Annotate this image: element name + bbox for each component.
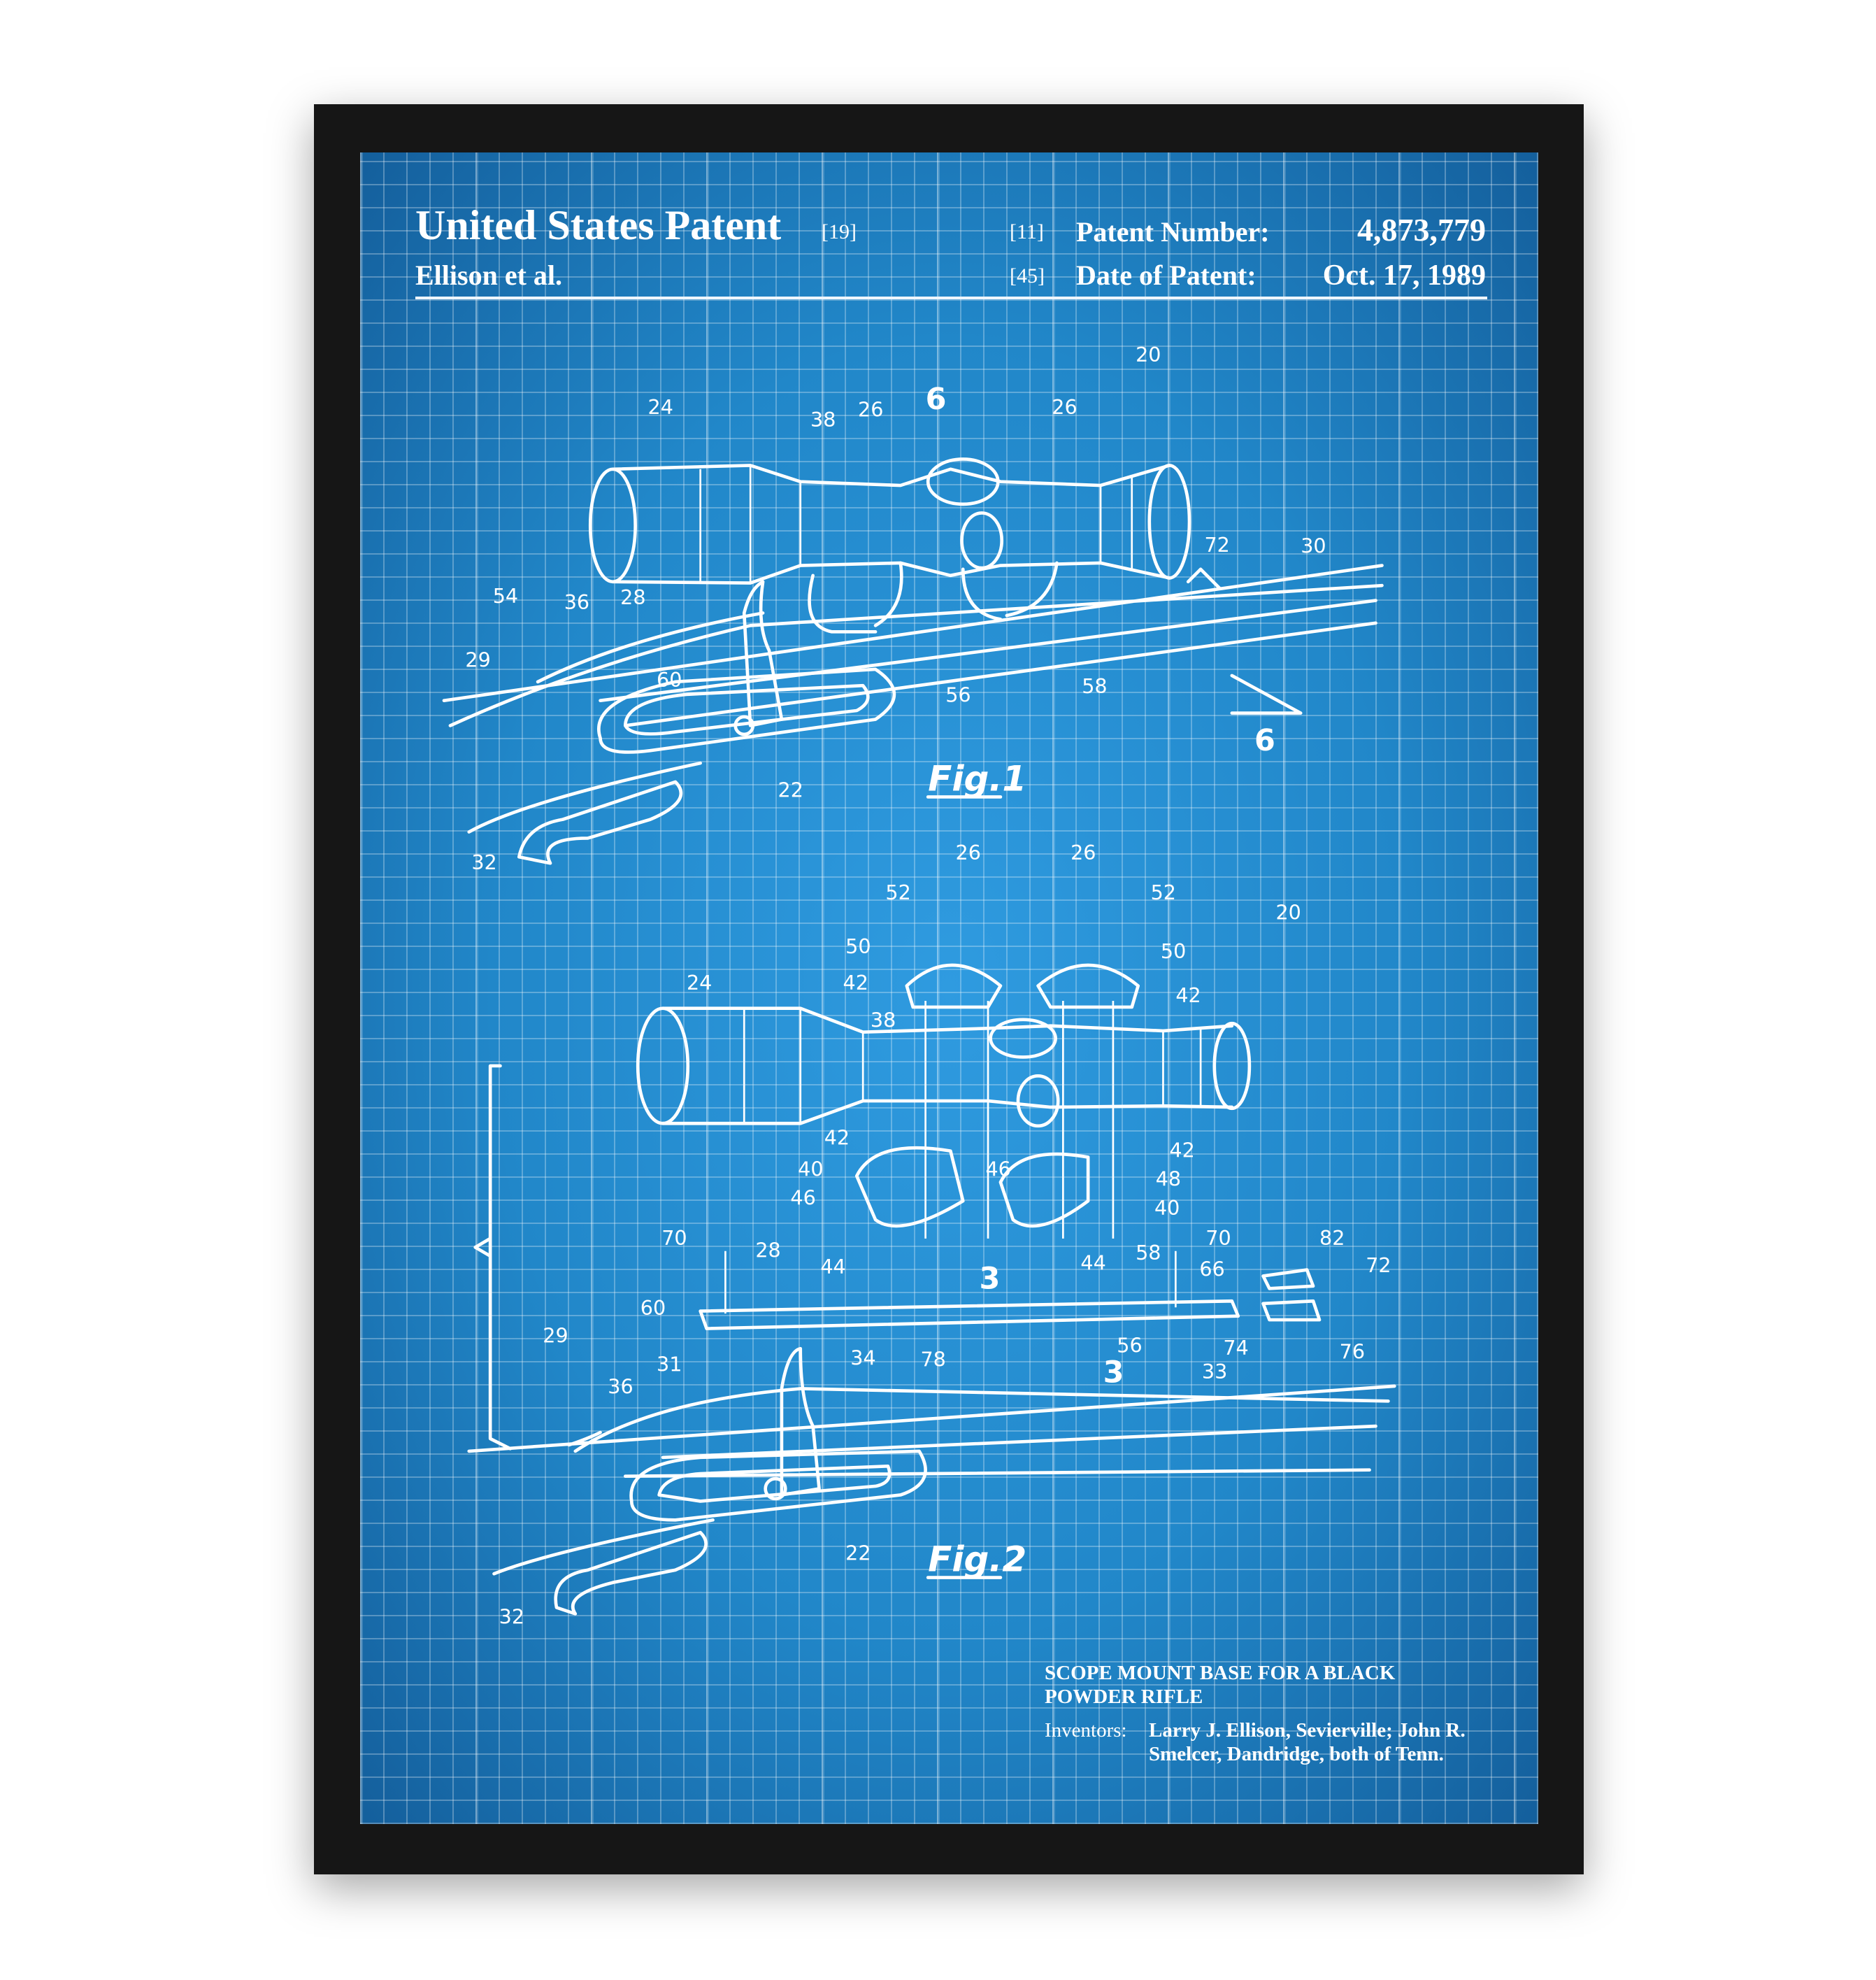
reference-numeral: 78 [920, 1347, 945, 1371]
reference-numeral: 22 [778, 778, 803, 802]
reference-numeral: 32 [471, 850, 496, 874]
reference-numeral: 34 [850, 1346, 875, 1369]
reference-numeral: 72 [1366, 1253, 1391, 1277]
reference-numeral: 32 [499, 1605, 524, 1629]
reference-numeral: 26 [1071, 841, 1096, 864]
reference-numeral: 40 [1154, 1196, 1180, 1220]
reference-numeral: 28 [620, 585, 645, 609]
reference-numeral: 36 [608, 1375, 633, 1399]
reference-numeral: 42 [824, 1126, 850, 1150]
reference-numeral: 31 [657, 1352, 682, 1376]
reference-numeral: 24 [648, 395, 673, 419]
figure-2-labels: 2626525220505042422438424240464846407028… [499, 841, 1391, 1629]
reference-numeral: 58 [1082, 674, 1107, 698]
reference-numeral: 3 [1103, 1355, 1124, 1390]
reference-numeral: 56 [1117, 1334, 1142, 1358]
reference-numeral: 20 [1136, 343, 1161, 366]
reference-numeral: 38 [871, 1009, 896, 1032]
reference-numeral: 22 [845, 1541, 871, 1565]
reference-numeral: 44 [820, 1255, 845, 1279]
reference-numeral: 30 [1301, 534, 1326, 558]
reference-numeral: 60 [640, 1296, 666, 1320]
reference-numeral: 3 [980, 1261, 1001, 1296]
reference-numeral: 50 [845, 934, 871, 958]
figure-1-labels: 24 38 26 6 26 20 72 30 54 36 28 29 60 56 58 6 22 32 [465, 343, 1326, 874]
reference-numeral: 40 [798, 1157, 823, 1181]
reference-numeral: 26 [956, 841, 981, 864]
reference-numeral: 52 [1151, 881, 1176, 904]
reference-numeral: 36 [564, 590, 589, 614]
reference-numeral: 42 [843, 971, 868, 995]
reference-numeral: 48 [1156, 1167, 1181, 1191]
reference-numeral: 20 [1275, 901, 1301, 925]
reference-numeral: 38 [810, 408, 836, 432]
reference-numeral: 42 [1175, 983, 1201, 1007]
reference-numeral: 26 [1052, 395, 1077, 419]
figure-2-caption: Fig.2 [928, 1539, 1026, 1580]
reference-numeral: 50 [1161, 939, 1186, 963]
reference-numeral: 24 [687, 971, 712, 995]
reference-numeral: 66 [1199, 1257, 1224, 1281]
reference-numeral: 72 [1204, 533, 1229, 557]
figure-1-caption: Fig.1 [928, 758, 1026, 799]
reference-numeral: 54 [493, 584, 518, 608]
reference-numeral: 42 [1169, 1139, 1194, 1162]
reference-numeral: 33 [1202, 1360, 1227, 1383]
reference-numeral: 6 [1254, 723, 1275, 758]
reference-numeral: 29 [543, 1323, 568, 1347]
reference-numeral: 46 [790, 1186, 815, 1210]
reference-numeral: 82 [1319, 1226, 1345, 1250]
reference-numeral: 56 [945, 683, 971, 706]
reference-numeral: 70 [661, 1226, 687, 1250]
figure-2-drawing: Fig.2 [469, 965, 1395, 1614]
reference-numeral: 26 [858, 398, 883, 422]
reference-numeral: 29 [465, 648, 490, 671]
reference-numeral: 76 [1340, 1340, 1365, 1364]
reference-numeral: 74 [1223, 1336, 1248, 1360]
reference-numeral: 46 [985, 1157, 1010, 1181]
reference-numeral: 60 [657, 668, 682, 692]
reference-numeral: 6 [926, 382, 947, 417]
reference-numeral: 70 [1205, 1226, 1231, 1250]
reference-numeral: 44 [1080, 1251, 1105, 1275]
reference-numeral: 52 [885, 881, 910, 904]
reference-numeral: 28 [755, 1239, 780, 1262]
figure-1-drawing: Fig.1 [444, 459, 1382, 863]
reference-numeral: 58 [1136, 1241, 1161, 1265]
